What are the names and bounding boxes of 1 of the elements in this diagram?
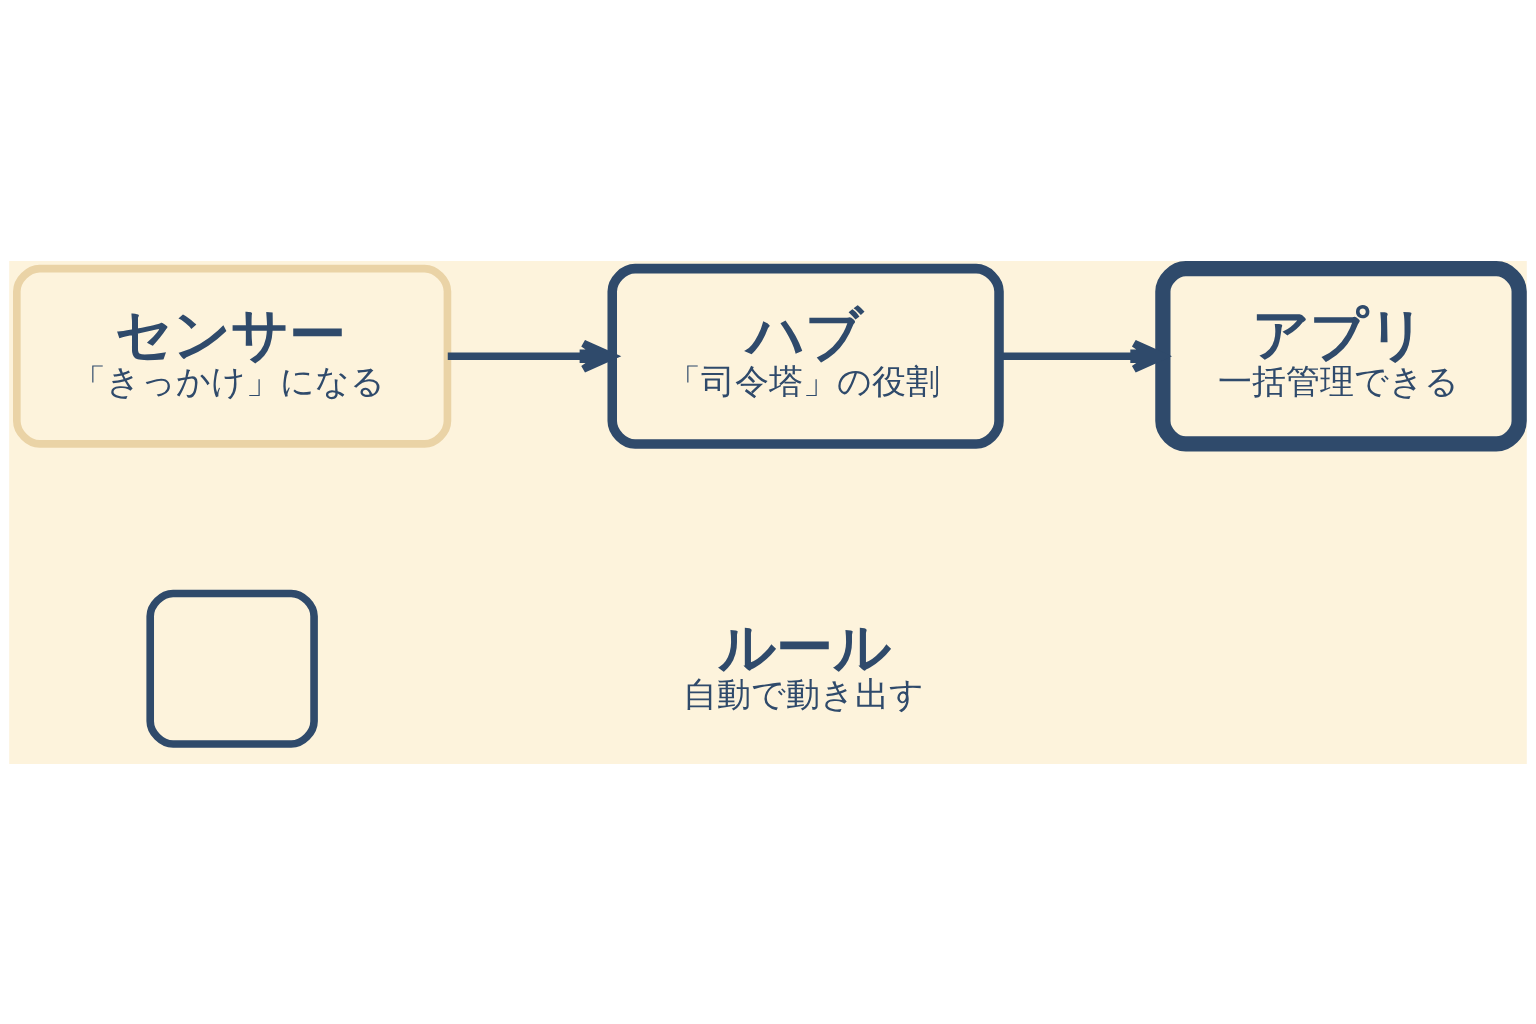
node-text: ルール 自動で動き出す [682,613,924,714]
